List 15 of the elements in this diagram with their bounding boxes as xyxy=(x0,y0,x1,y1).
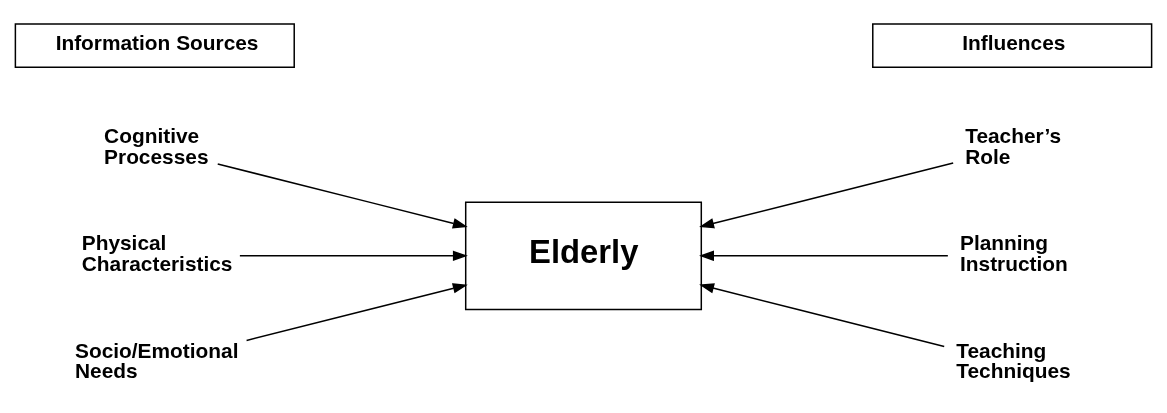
node-text: Teacher’s Role xyxy=(965,123,1062,168)
node-text: Physical Characteristics xyxy=(81,230,233,275)
node-box: Influences xyxy=(872,22,1153,68)
node-text: Planning Instruction xyxy=(960,230,1068,275)
arrow xyxy=(239,250,468,261)
arrow xyxy=(245,282,468,341)
node-text: Socio/Emotional Needs xyxy=(75,338,239,382)
arrow xyxy=(699,161,954,228)
node-text: Cognitive Processes xyxy=(104,123,209,168)
node-box: Elderly xyxy=(464,200,703,310)
arrow xyxy=(699,282,945,347)
node-box: Information Sources xyxy=(14,22,295,68)
arrow xyxy=(699,250,949,261)
arrow xyxy=(217,162,468,228)
node-text: Teaching Techniques xyxy=(956,338,1071,382)
